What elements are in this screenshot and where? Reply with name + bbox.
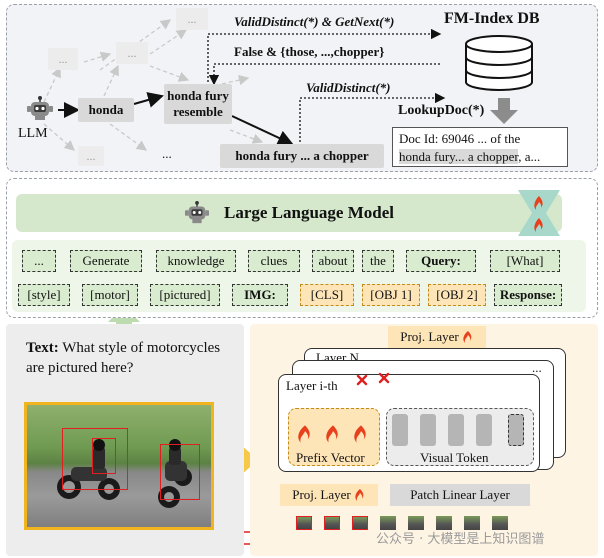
- faint-token: ...: [116, 42, 148, 64]
- patch-thumb: [464, 516, 480, 530]
- motorcycle-illustration: [57, 439, 192, 508]
- blocked-attention-icons: [354, 370, 394, 390]
- flame-icon: [463, 331, 472, 343]
- robot-icon: [184, 201, 210, 225]
- prompt-token: [What]: [490, 250, 560, 272]
- llm-bar: Large Language Model: [16, 194, 562, 232]
- flame-icon: [352, 424, 370, 449]
- text-body: What style of motorcycles are pictured h…: [26, 340, 221, 376]
- llm-title: Large Language Model: [224, 203, 394, 222]
- prompt-token: [pictured]: [150, 284, 220, 306]
- robot-icon: [26, 96, 54, 122]
- faint-token: ...: [176, 8, 208, 30]
- prompt-token: Response:: [494, 284, 562, 306]
- node-line: honda fury: [167, 88, 229, 103]
- prompt-token: clues: [248, 250, 300, 272]
- trailing-dots: ...: [162, 146, 172, 161]
- patch-thumb: [324, 516, 340, 530]
- patch-linear-layer: Patch Linear Layer: [390, 484, 530, 506]
- lookup-label: LookupDoc(*): [398, 103, 485, 118]
- doc-line: honda fury... a chopper, a...: [399, 148, 561, 166]
- prompt-token: knowledge: [156, 250, 236, 272]
- prompt-token: the: [362, 250, 394, 272]
- doc-line: Doc Id: 69046 ... of the: [399, 131, 521, 146]
- edge-false: False & {those, ...,chopper}: [234, 44, 385, 59]
- patch-thumb: [380, 516, 396, 530]
- watermark: 公众号 · 大模型是上知识图谱: [376, 532, 545, 547]
- flame-icon: [296, 424, 314, 449]
- bbox-object-1: [62, 428, 128, 490]
- edge-valid: ValidDistinct(*): [306, 80, 391, 95]
- visual-label: Visual Token: [420, 450, 489, 465]
- text-label: Text:: [26, 340, 59, 356]
- db-label: FM-Index DB: [444, 10, 540, 27]
- input-photo: [24, 402, 214, 530]
- prompt-token: Query:: [406, 250, 476, 272]
- prompt-token: Generate: [70, 250, 142, 272]
- visual-token: [392, 414, 408, 446]
- question-text: Text: What style of motorcycles are pict…: [26, 338, 236, 378]
- visual-token: [476, 414, 492, 446]
- doc-result: Doc Id: 69046 ... of the honda fury... a…: [392, 127, 568, 167]
- bbox-object-2: [92, 438, 116, 474]
- flame-icon: [324, 424, 342, 449]
- proj-layer-bottom: Proj. Layer: [280, 484, 378, 506]
- image-patches: [296, 516, 508, 530]
- database-icon: [462, 34, 536, 92]
- patch-thumb: [492, 516, 508, 530]
- patch-thumb: [436, 516, 452, 530]
- proj-layer-top: Proj. Layer: [388, 326, 486, 348]
- image-token: [OBJ 1]: [362, 284, 420, 306]
- visual-token-cls: [508, 414, 524, 446]
- proj-label: Proj. Layer: [400, 329, 459, 344]
- prompt-token: about: [312, 250, 354, 272]
- patch-thumb: [352, 516, 368, 530]
- prompt-token: [motor]: [82, 284, 138, 306]
- bbox-object-3: [160, 444, 200, 500]
- node-honda-fury-resemble: honda fury resemble: [164, 84, 232, 124]
- visual-token: [420, 414, 436, 446]
- prefix-label: Prefix Vector: [296, 450, 365, 465]
- layer-dots: ...: [532, 360, 542, 375]
- edge-valid-next: ValidDistinct(*) & GetNext(*): [234, 14, 395, 29]
- faint-token: ...: [48, 48, 78, 70]
- node-honda: honda: [78, 98, 134, 122]
- image-token: [CLS]: [300, 284, 354, 306]
- proj-label: Proj. Layer: [292, 487, 351, 502]
- image-token: [OBJ 2]: [428, 284, 486, 306]
- lora-flame-icon: [516, 188, 562, 238]
- layer-i-label: Layer i-th: [286, 378, 338, 393]
- prompt-token: IMG:: [232, 284, 288, 306]
- doc-highlight: honda fury... a chopper: [399, 149, 519, 164]
- prefix-vector-group: [288, 408, 380, 466]
- visual-token: [448, 414, 464, 446]
- node-line: resemble: [173, 104, 223, 119]
- patch-thumb: [296, 516, 312, 530]
- patch-thumb: [408, 516, 424, 530]
- flame-icon: [355, 489, 364, 501]
- doc-rest: , a...: [518, 149, 541, 164]
- llm-label: LLM: [18, 126, 48, 141]
- prompt-token: ...: [22, 250, 56, 272]
- node-honda-fury-chopper: honda fury ... a chopper: [220, 144, 384, 168]
- prompt-token: [style]: [18, 284, 70, 306]
- faint-token: ...: [78, 146, 104, 166]
